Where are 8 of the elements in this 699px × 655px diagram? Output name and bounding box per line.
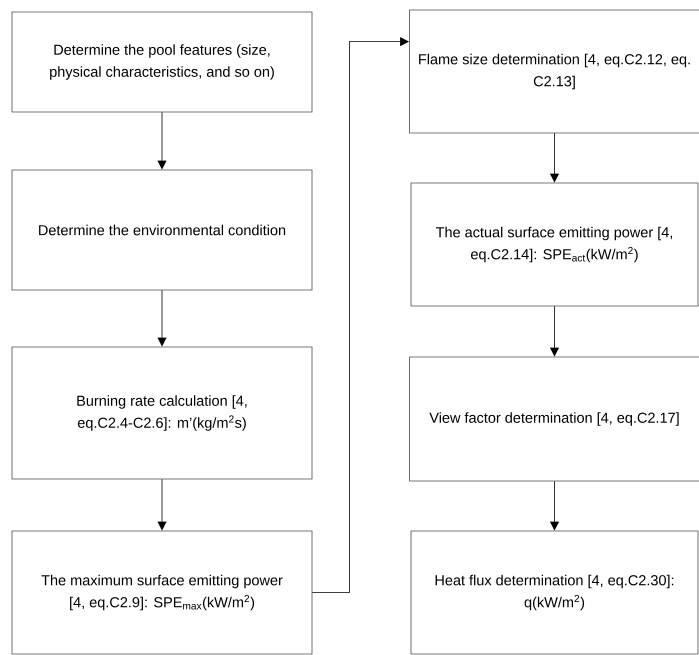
process-box: Flame size determination [4, eq.C2.12, eq. C2.13] — [409, 10, 699, 134]
process-box: Burning rate calculation [4, eq.C2.4-C2.6]: m’(kg/m$^{2}$s) — [12, 346, 312, 480]
process-box: Determine the pool features (size, physical characteristics, and so on) — [12, 12, 312, 112]
process-box: The maximum surface emitting power [4, eq.C2.9]: SPE$_{max}$(kW/m$^{2}$) — [12, 530, 312, 654]
process-box: The actual surface emitting power [4, eq.C2.14]: SPE$_{act}$(kW/m$^{2}$) — [410, 182, 698, 306]
process-box: Determine the environmental condition — [12, 170, 312, 290]
process-box: Heat flux determination [4, eq.C2.30]: q(kW/m$^{2}$) — [410, 530, 698, 654]
process-box: View factor determination [4, eq.C2.17] — [409, 356, 699, 482]
